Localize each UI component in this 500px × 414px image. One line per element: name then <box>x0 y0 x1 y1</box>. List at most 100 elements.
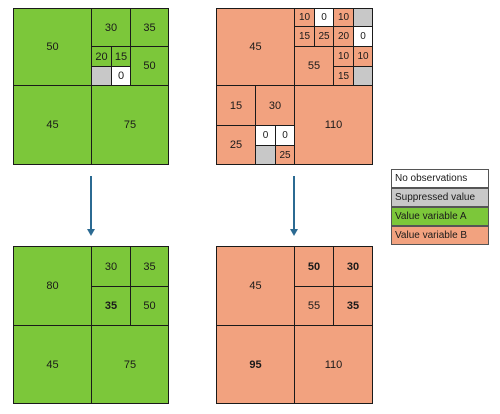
cell-value: 0 <box>117 70 125 82</box>
cell-value: 80 <box>46 280 59 292</box>
cell-45: 45 <box>216 246 295 326</box>
cell-value: 15 <box>298 31 311 42</box>
legend-label: Value variable A <box>395 211 467 222</box>
cell-75: 75 <box>91 85 169 165</box>
cell-value: 0 <box>262 130 269 141</box>
legend-suppressed: Suppressed value <box>391 188 489 207</box>
cell-value: 50 <box>143 60 156 72</box>
arrow-head-right <box>290 229 298 236</box>
cell-45: 45 <box>13 325 92 404</box>
cell-suppressed <box>353 66 373 86</box>
cell-15: 15 <box>111 46 131 67</box>
cell-value: 50 <box>307 260 321 273</box>
cell-value: 20 <box>337 31 350 42</box>
arrow-down-left <box>90 176 92 231</box>
cell-value: 0 <box>360 31 366 42</box>
legend-label: Value variable B <box>395 230 468 241</box>
cell-value: 35 <box>143 260 156 273</box>
cell-25: 25 <box>216 125 256 165</box>
cell-value: 15 <box>114 50 128 63</box>
legend-label: No observations <box>395 173 468 184</box>
cell-value: 20 <box>95 50 108 63</box>
cell-value: 0 <box>321 12 327 23</box>
cell-value: 15 <box>229 99 243 112</box>
cell-value: 30 <box>104 21 118 34</box>
cell-35: 35 <box>130 246 169 287</box>
cell-suppressed <box>91 66 112 86</box>
cell-value: 35 <box>346 300 360 312</box>
cell-value: 50 <box>143 300 156 312</box>
cell-35-bold: 35 <box>333 286 373 326</box>
cell-value: 10 <box>337 51 350 62</box>
cell-0: 0 <box>111 66 131 86</box>
cell-value: 25 <box>229 139 243 151</box>
cell-value: 30 <box>268 99 282 112</box>
cell-0: 0 <box>353 26 373 47</box>
cell-value: 45 <box>46 119 59 131</box>
cell-110: 110 <box>294 325 373 404</box>
cell-value: 25 <box>318 31 330 42</box>
cell-80: 80 <box>13 246 92 326</box>
cell-95-bold: 95 <box>216 325 295 404</box>
cell-15: 15 <box>294 26 315 47</box>
cell-50-bold: 50 <box>294 246 334 287</box>
cell-value: 45 <box>46 358 59 371</box>
cell-value: 55 <box>307 300 321 312</box>
cell-10: 10 <box>294 8 315 27</box>
cell-value: 50 <box>46 41 59 53</box>
cell-value: 35 <box>143 21 156 34</box>
cell-45: 45 <box>13 85 92 165</box>
cell-value: 75 <box>123 358 137 371</box>
cell-value: 110 <box>324 119 343 131</box>
cell-55: 55 <box>294 286 334 326</box>
cell-50b: 50 <box>130 46 169 86</box>
cell-30: 30 <box>255 85 295 126</box>
cell-55: 55 <box>294 46 334 86</box>
cell-value: 0 <box>282 130 288 141</box>
cell-50: 50 <box>130 286 169 326</box>
arrow-down-right <box>293 176 295 231</box>
cell-30-bold: 30 <box>333 246 373 287</box>
cell-value: 45 <box>249 280 262 292</box>
cell-20: 20 <box>333 26 354 47</box>
cell-value: 10 <box>337 12 350 23</box>
cell-value: 110 <box>324 358 343 371</box>
cell-45: 45 <box>216 8 295 86</box>
cell-value: 95 <box>249 358 262 371</box>
legend-variable-b: Value variable B <box>391 226 489 245</box>
cell-value: 75 <box>123 119 137 131</box>
cell-value: 55 <box>307 60 321 72</box>
cell-15: 15 <box>333 66 354 86</box>
cell-value: 10 <box>357 51 369 62</box>
cell-value: 30 <box>104 260 118 273</box>
cell-10: 10 <box>353 46 373 67</box>
cell-value: 30 <box>346 260 360 273</box>
cell-30: 30 <box>91 246 131 287</box>
cell-0: 0 <box>275 125 295 146</box>
cell-10: 10 <box>333 46 354 67</box>
cell-20: 20 <box>91 46 112 67</box>
cell-10: 10 <box>333 8 354 27</box>
cell-25: 25 <box>314 26 334 47</box>
cell-110: 110 <box>294 85 373 165</box>
legend-no-observations: No observations <box>391 169 489 188</box>
cell-25: 25 <box>275 145 295 165</box>
cell-0: 0 <box>314 8 334 27</box>
legend-label: Suppressed value <box>395 192 476 203</box>
cell-75: 75 <box>91 325 169 404</box>
cell-suppressed <box>255 145 276 165</box>
cell-35: 35 <box>130 8 169 47</box>
cell-value: 45 <box>249 41 262 53</box>
arrow-head-left <box>87 229 95 236</box>
cell-value: 10 <box>298 12 311 23</box>
cell-value: 25 <box>279 149 291 161</box>
cell-15: 15 <box>216 85 256 126</box>
cell-35-bold: 35 <box>91 286 131 326</box>
cell-value: 15 <box>337 70 350 82</box>
cell-30: 30 <box>91 8 131 47</box>
cell-suppressed <box>353 8 373 27</box>
legend-variable-a: Value variable A <box>391 207 489 226</box>
cell-value: 35 <box>104 300 118 312</box>
cell-0: 0 <box>255 125 276 146</box>
cell-50: 50 <box>13 8 92 86</box>
